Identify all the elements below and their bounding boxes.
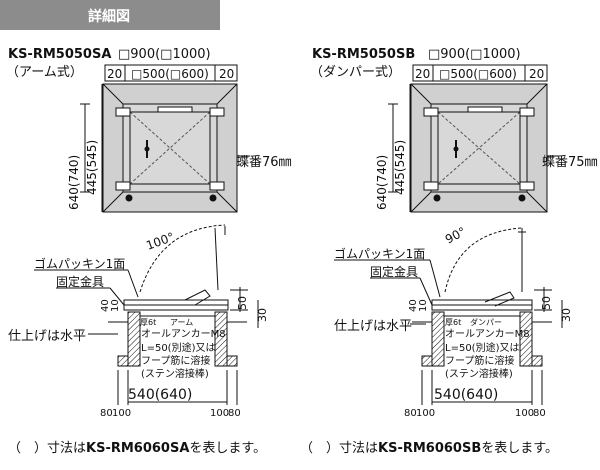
right-l-note: L=50(別途)又は — [445, 341, 519, 354]
left-height-inner: 445(545) — [85, 140, 99, 195]
left-footnote: （ ）寸法はKS-RM6060SAを表します。 — [8, 437, 266, 456]
left-bracket: 固定金具 — [56, 274, 104, 289]
left-footnote-post: を表します。 — [189, 441, 267, 456]
right-drawing: KS-RM5050SB （ダンパー式） □900(□1000) 20 □500(… — [310, 47, 598, 419]
left-dim-10: 10 — [110, 299, 121, 312]
left-rebar: フープ筋に溶接 — [141, 354, 210, 367]
right-rebar: フープ筋に溶接 — [445, 354, 514, 367]
right-hinge: 蝶番75㎜ — [542, 155, 598, 170]
right-dim-30: 30 — [560, 308, 573, 322]
right-rubber: ゴムパッキン1面 — [334, 246, 425, 261]
right-dim-50: 50 — [540, 296, 553, 310]
left-thick: 厚6t — [140, 318, 156, 327]
section-header: 詳細図 — [0, 0, 220, 30]
right-bracket: 固定金具 — [370, 264, 418, 279]
left-footnote-pre: （ ）寸法は — [8, 441, 87, 456]
right-anchor: オールアンカーM8 — [445, 328, 530, 340]
right-bot-100: 100 — [416, 408, 435, 419]
section-header-label: 詳細図 — [88, 9, 130, 25]
left-dim-50: 50 — [236, 296, 249, 310]
left-footnote-model: KS-RM6060SA — [86, 441, 190, 456]
left-dim-30: 30 — [256, 308, 269, 322]
right-dim-10: 10 — [418, 299, 429, 312]
right-footnote-pre: （ ）寸法は — [300, 441, 379, 456]
right-angle: 90° — [443, 224, 468, 246]
right-thick: 厚6t — [445, 318, 461, 327]
left-bot-80: 80 — [100, 408, 113, 419]
right-footnote-model: KS-RM6060SB — [378, 441, 482, 456]
right-height-inner: 445(545) — [393, 140, 407, 195]
right-top-inner: □500(□600) — [439, 67, 517, 81]
right-model: KS-RM5050SB — [312, 47, 415, 62]
right-bot-80b: 80 — [533, 408, 546, 419]
left-height-outer: 640(740) — [67, 155, 81, 210]
left-top-outer: □900(□1000) — [118, 47, 211, 62]
left-mech: アーム — [170, 318, 193, 327]
left-dim-40: 40 — [100, 299, 111, 312]
right-top-dim-left: 20 — [415, 67, 430, 81]
right-top-dim-right: 20 — [529, 67, 544, 81]
left-angle: 100° — [144, 230, 176, 253]
right-bot-100b: 100 — [515, 408, 534, 419]
right-finish: 仕上げは水平 — [334, 319, 412, 334]
left-drawing: KS-RM5050SA （アーム式） □900(□1000) 20 □500(□… — [6, 47, 292, 419]
left-anchor: オールアンカーM8 — [141, 328, 226, 340]
right-top-outer: □900(□1000) — [428, 47, 521, 62]
right-height-outer: 640(740) — [375, 155, 389, 210]
left-type: （アーム式） — [6, 65, 83, 80]
left-width: 540(640) — [128, 387, 192, 403]
left-rubber: ゴムパッキン1面 — [34, 256, 125, 271]
left-top-inner: □500(□600) — [131, 67, 209, 81]
right-weld: (ステン溶接棒) — [445, 367, 513, 380]
right-type: （ダンパー式） — [310, 65, 401, 80]
left-model: KS-RM5050SA — [8, 47, 111, 62]
right-bot-80: 80 — [404, 408, 417, 419]
right-footnote-post: を表します。 — [481, 441, 558, 456]
left-bot-100: 100 — [112, 408, 131, 419]
left-bot-80b: 80 — [228, 408, 241, 419]
left-bot-100b: 100 — [210, 408, 229, 419]
right-dim-40: 40 — [408, 299, 419, 312]
left-top-dim-right: 20 — [219, 67, 234, 81]
right-mech: ダンパー — [470, 317, 502, 327]
left-top-dim-left: 20 — [107, 67, 122, 81]
left-finish: 仕上げは水平 — [8, 329, 86, 344]
right-width: 540(640) — [434, 387, 498, 403]
left-l-note: L=50(別途)又は — [141, 341, 215, 354]
right-footnote: （ ）寸法はKS-RM6060SBを表します。 — [300, 437, 558, 456]
left-weld: (ステン溶接棒) — [141, 367, 209, 380]
left-hinge: 蝶番76㎜ — [236, 155, 292, 170]
